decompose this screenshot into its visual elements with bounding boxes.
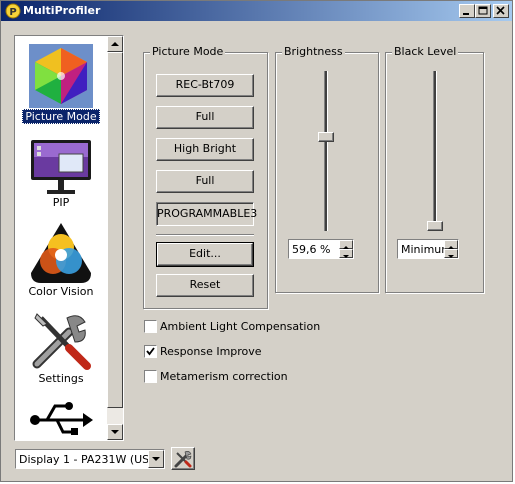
nav-item-usb[interactable] bbox=[15, 398, 107, 440]
scroll-down-button[interactable] bbox=[107, 424, 123, 440]
display-select[interactable]: Display 1 - PA231W (USB) bbox=[15, 449, 165, 469]
scroll-thumb[interactable] bbox=[107, 52, 123, 408]
mode-button-rec-bt709[interactable]: REC-Bt709 bbox=[156, 74, 254, 97]
response-improve-label: Response Improve bbox=[160, 345, 262, 358]
reset-button[interactable]: Reset bbox=[156, 274, 254, 297]
nav-item-pip[interactable]: PIP bbox=[15, 136, 107, 216]
spin-up-button[interactable] bbox=[444, 240, 458, 249]
tools-icon bbox=[32, 313, 91, 370]
svg-text:P: P bbox=[9, 7, 16, 18]
black-level-spin-arrows[interactable] bbox=[444, 240, 458, 258]
brightness-value: 59,6 % bbox=[292, 243, 331, 256]
nav-item-picture-mode[interactable]: Picture Mode bbox=[15, 42, 107, 126]
title-bar[interactable]: P MultiProfiler bbox=[1, 1, 512, 21]
brightness-slider-track[interactable] bbox=[324, 71, 328, 231]
arrow-up-icon bbox=[343, 246, 349, 249]
brightness-slider-thumb[interactable] bbox=[318, 131, 334, 142]
window-title: MultiProfiler bbox=[23, 4, 101, 17]
arrow-up-icon bbox=[111, 42, 119, 46]
arrow-up-icon bbox=[448, 246, 454, 249]
chevron-down-icon bbox=[152, 457, 160, 461]
nav-item-settings[interactable]: Settings bbox=[15, 308, 107, 392]
close-icon bbox=[496, 6, 505, 15]
mode-button-full-2[interactable]: Full bbox=[156, 170, 254, 193]
metamerism-label: Metamerism correction bbox=[160, 370, 288, 383]
category-list[interactable]: Picture Mode PIP Color bbox=[14, 35, 124, 441]
display-select-dropdown-button[interactable] bbox=[148, 450, 164, 468]
maximize-button[interactable] bbox=[475, 4, 491, 18]
black-level-group: Black Level bbox=[385, 45, 484, 293]
close-button[interactable] bbox=[493, 4, 509, 18]
nav-label-pip: PIP bbox=[52, 196, 70, 209]
arrow-down-icon bbox=[343, 255, 349, 258]
brightness-group-label: Brightness bbox=[282, 45, 345, 58]
black-level-spinbox[interactable]: Minimum bbox=[397, 239, 459, 259]
scroll-up-button[interactable] bbox=[107, 36, 123, 52]
app-logo-icon: P bbox=[5, 3, 21, 19]
picture-mode-group: Picture Mode bbox=[143, 45, 268, 309]
black-level-slider-track[interactable] bbox=[433, 71, 437, 231]
monitor-icon bbox=[31, 140, 91, 194]
brightness-group: Brightness bbox=[275, 45, 379, 293]
minimize-button[interactable] bbox=[459, 4, 475, 18]
ambient-light-label: Ambient Light Compensation bbox=[160, 320, 321, 333]
usb-icon bbox=[30, 402, 93, 435]
response-improve-checkbox[interactable] bbox=[144, 345, 157, 358]
picture-mode-separator bbox=[156, 234, 254, 236]
brightness-spinbox[interactable]: 59,6 % bbox=[288, 239, 354, 259]
black-level-slider-thumb[interactable] bbox=[427, 221, 443, 231]
nav-label-picture-mode: Picture Mode bbox=[22, 109, 100, 124]
arrow-down-icon bbox=[448, 255, 454, 258]
black-level-value: Minimum bbox=[401, 243, 452, 256]
color-cube-icon bbox=[29, 44, 93, 108]
arrow-down-icon bbox=[111, 430, 119, 434]
spin-up-button[interactable] bbox=[339, 240, 353, 249]
nav-label-settings: Settings bbox=[38, 372, 84, 385]
tools-icon bbox=[174, 451, 192, 468]
black-level-group-label: Black Level bbox=[392, 45, 459, 58]
minimize-icon bbox=[463, 13, 469, 15]
mode-button-high-bright[interactable]: High Bright bbox=[156, 138, 254, 161]
nav-scrollbar[interactable] bbox=[107, 36, 123, 440]
brightness-spin-arrows[interactable] bbox=[339, 240, 353, 258]
edit-button[interactable]: Edit... bbox=[156, 242, 254, 267]
picture-mode-group-label: Picture Mode bbox=[150, 45, 226, 58]
spin-down-button[interactable] bbox=[444, 249, 458, 258]
nav-item-color-vision[interactable]: Color Vision bbox=[15, 221, 107, 305]
maximize-icon bbox=[478, 6, 488, 15]
spin-down-button[interactable] bbox=[339, 249, 353, 258]
checkmark-icon bbox=[146, 347, 155, 356]
metamerism-checkbox[interactable] bbox=[144, 370, 157, 383]
nav-label-color-vision: Color Vision bbox=[28, 285, 94, 298]
display-select-value: Display 1 - PA231W (USB) bbox=[19, 453, 161, 466]
mode-button-programmable3[interactable]: PROGRAMMABLE3 bbox=[156, 202, 257, 226]
mode-button-full-1[interactable]: Full bbox=[156, 106, 254, 129]
color-vision-icon bbox=[31, 223, 91, 283]
ambient-light-checkbox[interactable] bbox=[144, 320, 157, 333]
tools-button[interactable] bbox=[171, 447, 195, 470]
